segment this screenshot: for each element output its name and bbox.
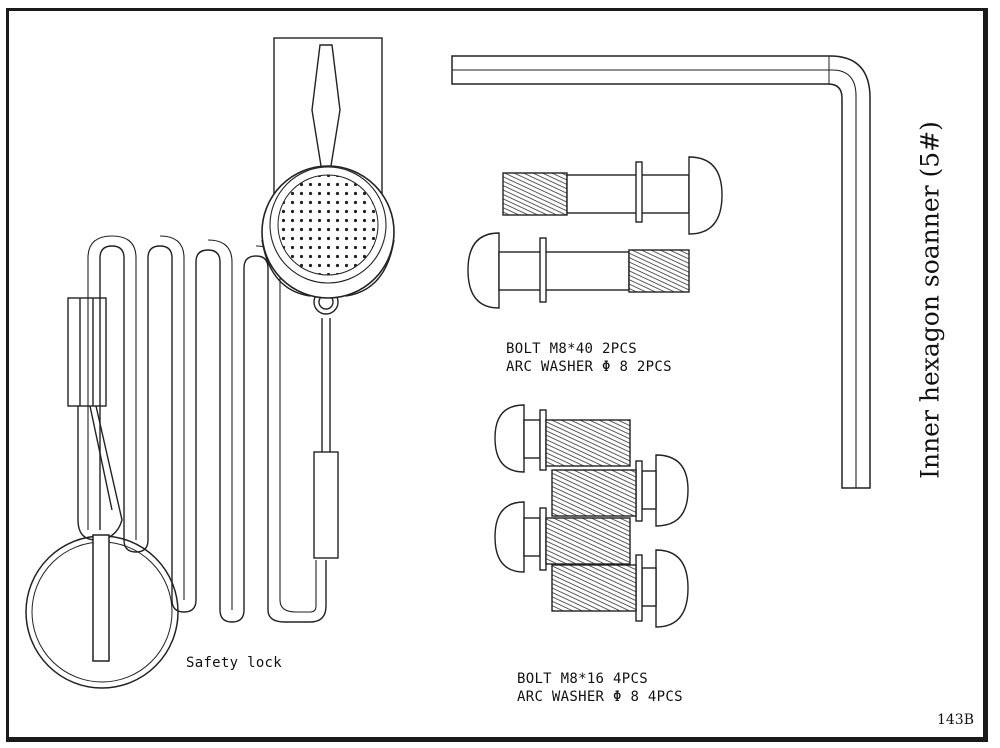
safety-lock	[25, 37, 395, 689]
safety-lock-label: Safety lock	[186, 655, 283, 671]
hex-wrench	[451, 55, 871, 489]
lock-cable	[99, 245, 327, 623]
wrench-label: Inner hexagon soanner (5#)	[915, 121, 945, 479]
lock-pin	[92, 534, 110, 662]
washer-short-label: ARC WASHER Φ 8 4PCS	[517, 689, 683, 705]
bolt-long-label: BOLT M8*40 2PCS	[506, 341, 637, 357]
long-bolts	[467, 156, 723, 309]
diagram-frame	[6, 8, 988, 742]
washer-long-label: ARC WASHER Φ 8 2PCS	[506, 359, 672, 375]
lock-sleeve	[67, 297, 107, 407]
bolt-short-label: BOLT M8*16 4PCS	[517, 671, 648, 687]
short-bolts	[494, 404, 689, 628]
diagram-code: 143B	[936, 712, 974, 728]
